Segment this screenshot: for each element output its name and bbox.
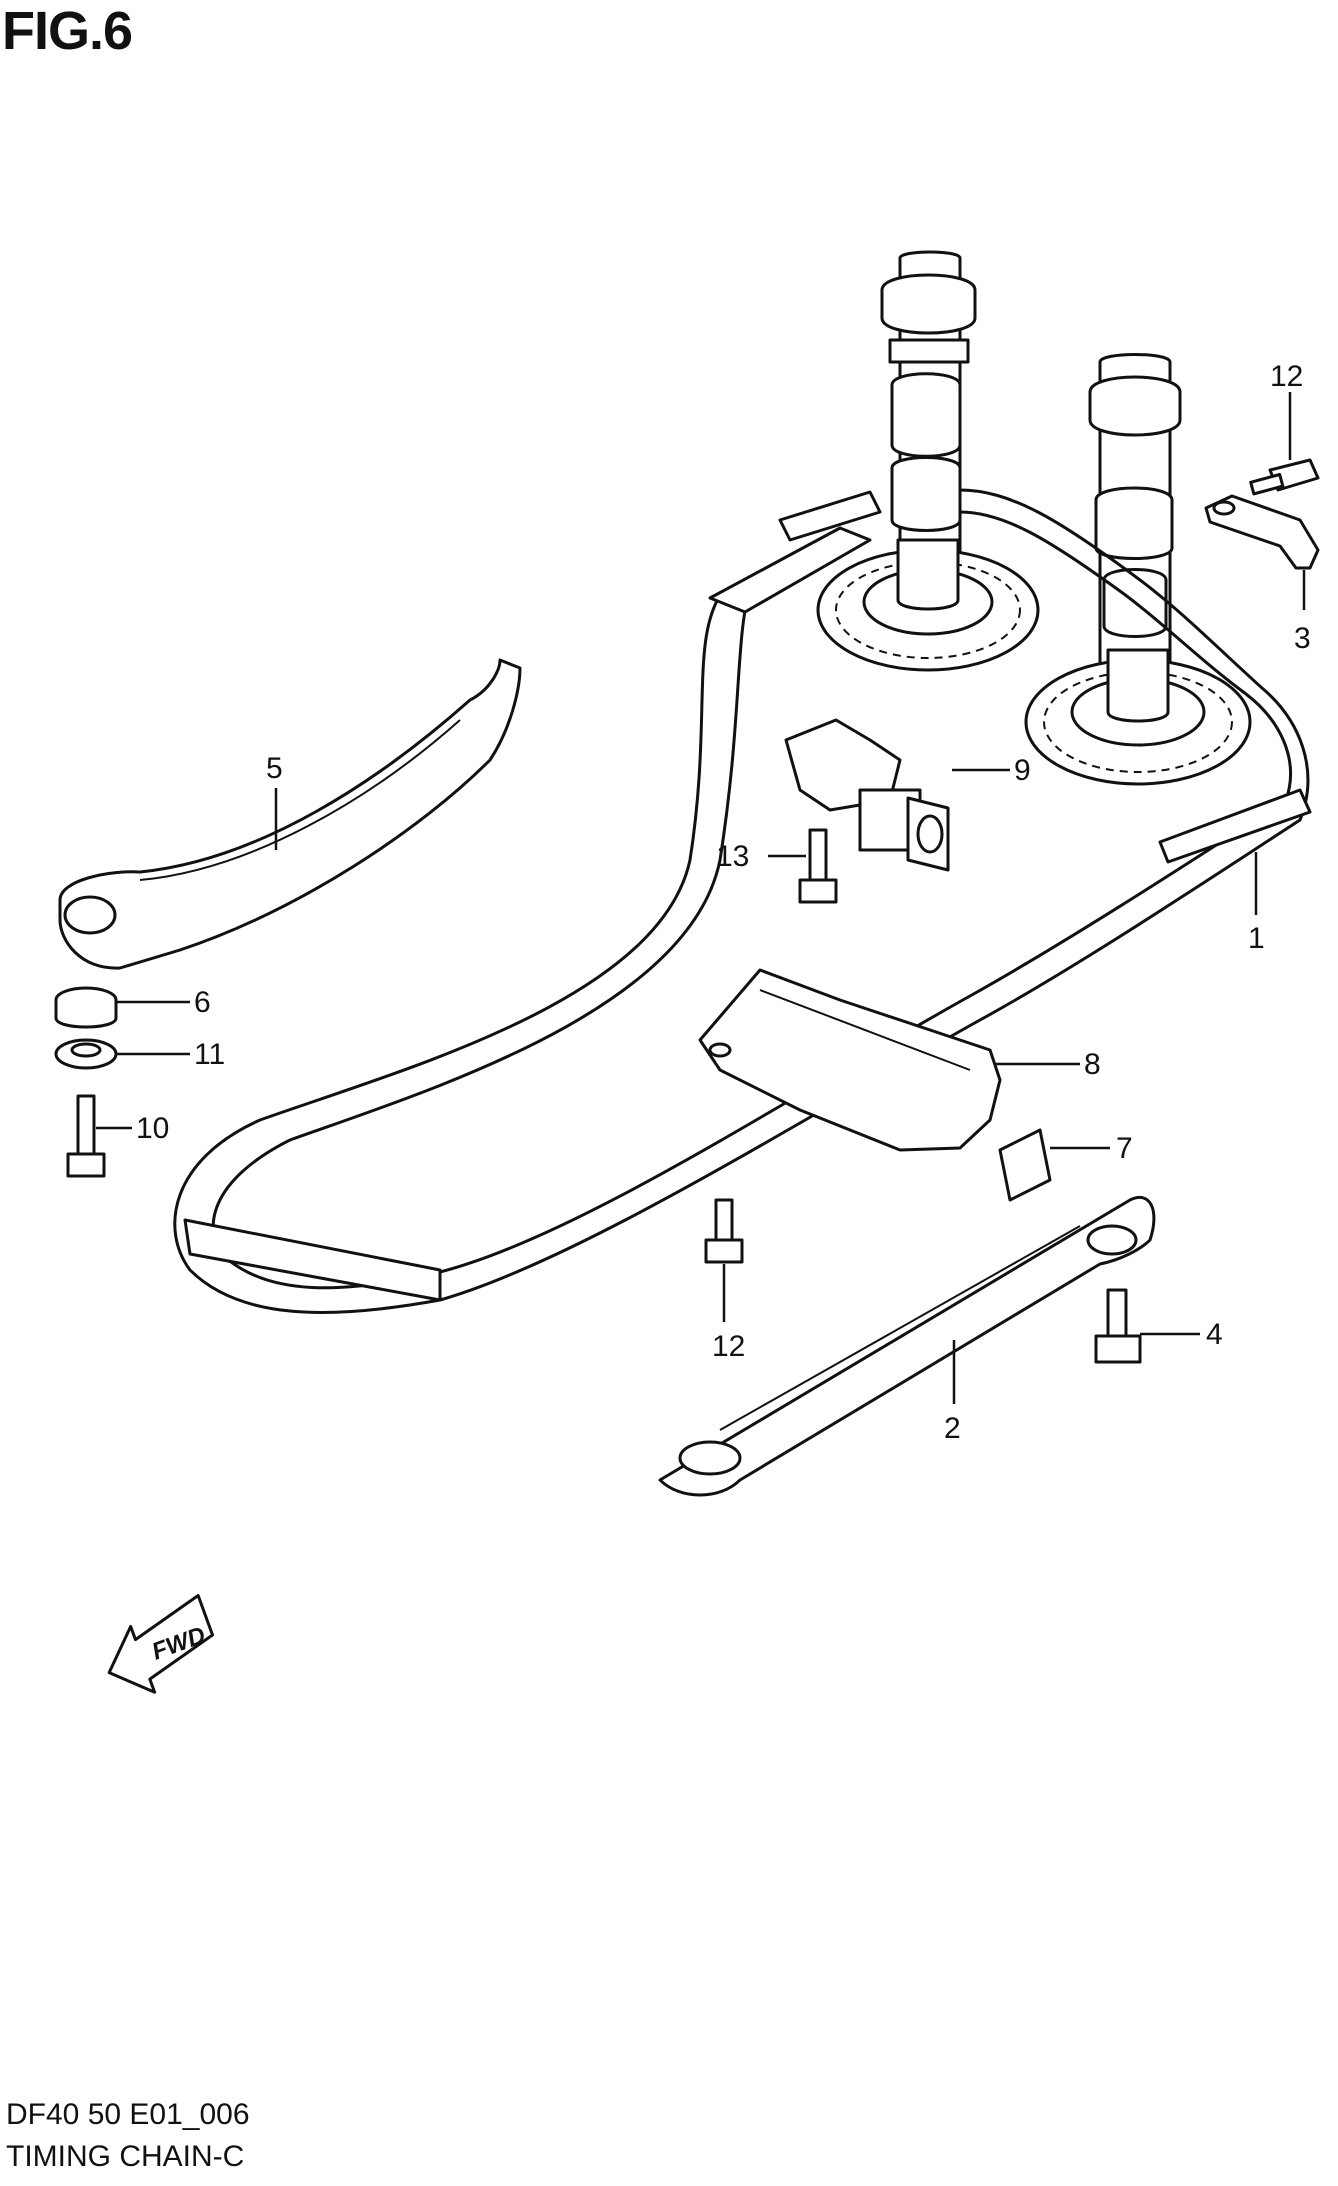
footer-code: DF40 50 E01_006 bbox=[6, 2098, 250, 2131]
bolt-bracket bbox=[1249, 458, 1320, 496]
washer bbox=[54, 1038, 118, 1070]
exhaust-camshaft bbox=[1088, 353, 1182, 701]
leader-lines bbox=[96, 392, 1306, 1404]
fwd-arrow-icon: FWD bbox=[107, 1594, 215, 1694]
callout-12-bottom: 12 bbox=[712, 1330, 745, 1363]
chain-guide bbox=[58, 658, 522, 970]
chain-tensioner bbox=[784, 718, 950, 872]
callout-labels: 12 3 1 9 13 5 6 11 10 8 7 4 12 2 bbox=[136, 360, 1311, 1445]
callout-13: 13 bbox=[716, 840, 749, 873]
bolt-chain-guide-lower bbox=[1094, 1288, 1142, 1364]
callout-12-top: 12 bbox=[1270, 360, 1303, 393]
callout-3: 3 bbox=[1294, 622, 1311, 655]
collar bbox=[54, 986, 118, 1029]
bolt-guide bbox=[66, 1094, 106, 1178]
chain-guide-clip bbox=[998, 1128, 1052, 1202]
exhaust-camshaft-sprocket bbox=[1024, 648, 1252, 786]
footer-name: TIMING CHAIN-C bbox=[6, 2140, 245, 2173]
bolt-tensioner bbox=[798, 828, 838, 904]
tensioner-adjuster bbox=[698, 968, 1002, 1152]
callout-11: 11 bbox=[194, 1038, 225, 1071]
callout-10: 10 bbox=[136, 1112, 169, 1145]
figure-title: FIG.6 bbox=[2, 1, 133, 61]
callout-9: 9 bbox=[1014, 754, 1031, 787]
intake-camshaft-sprocket bbox=[816, 538, 1040, 672]
callout-8: 8 bbox=[1084, 1048, 1101, 1081]
bolt-adjuster bbox=[704, 1198, 744, 1264]
callout-2: 2 bbox=[944, 1412, 961, 1445]
callout-4: 4 bbox=[1206, 1318, 1223, 1351]
callout-7: 7 bbox=[1116, 1132, 1133, 1165]
callout-1: 1 bbox=[1248, 922, 1265, 955]
chain-bracket bbox=[1204, 494, 1320, 570]
timing-chain bbox=[173, 488, 1312, 1314]
callout-6: 6 bbox=[194, 986, 211, 1019]
intake-camshaft bbox=[880, 250, 977, 591]
callout-5: 5 bbox=[266, 752, 283, 785]
chain-guide-lower bbox=[658, 1196, 1156, 1497]
